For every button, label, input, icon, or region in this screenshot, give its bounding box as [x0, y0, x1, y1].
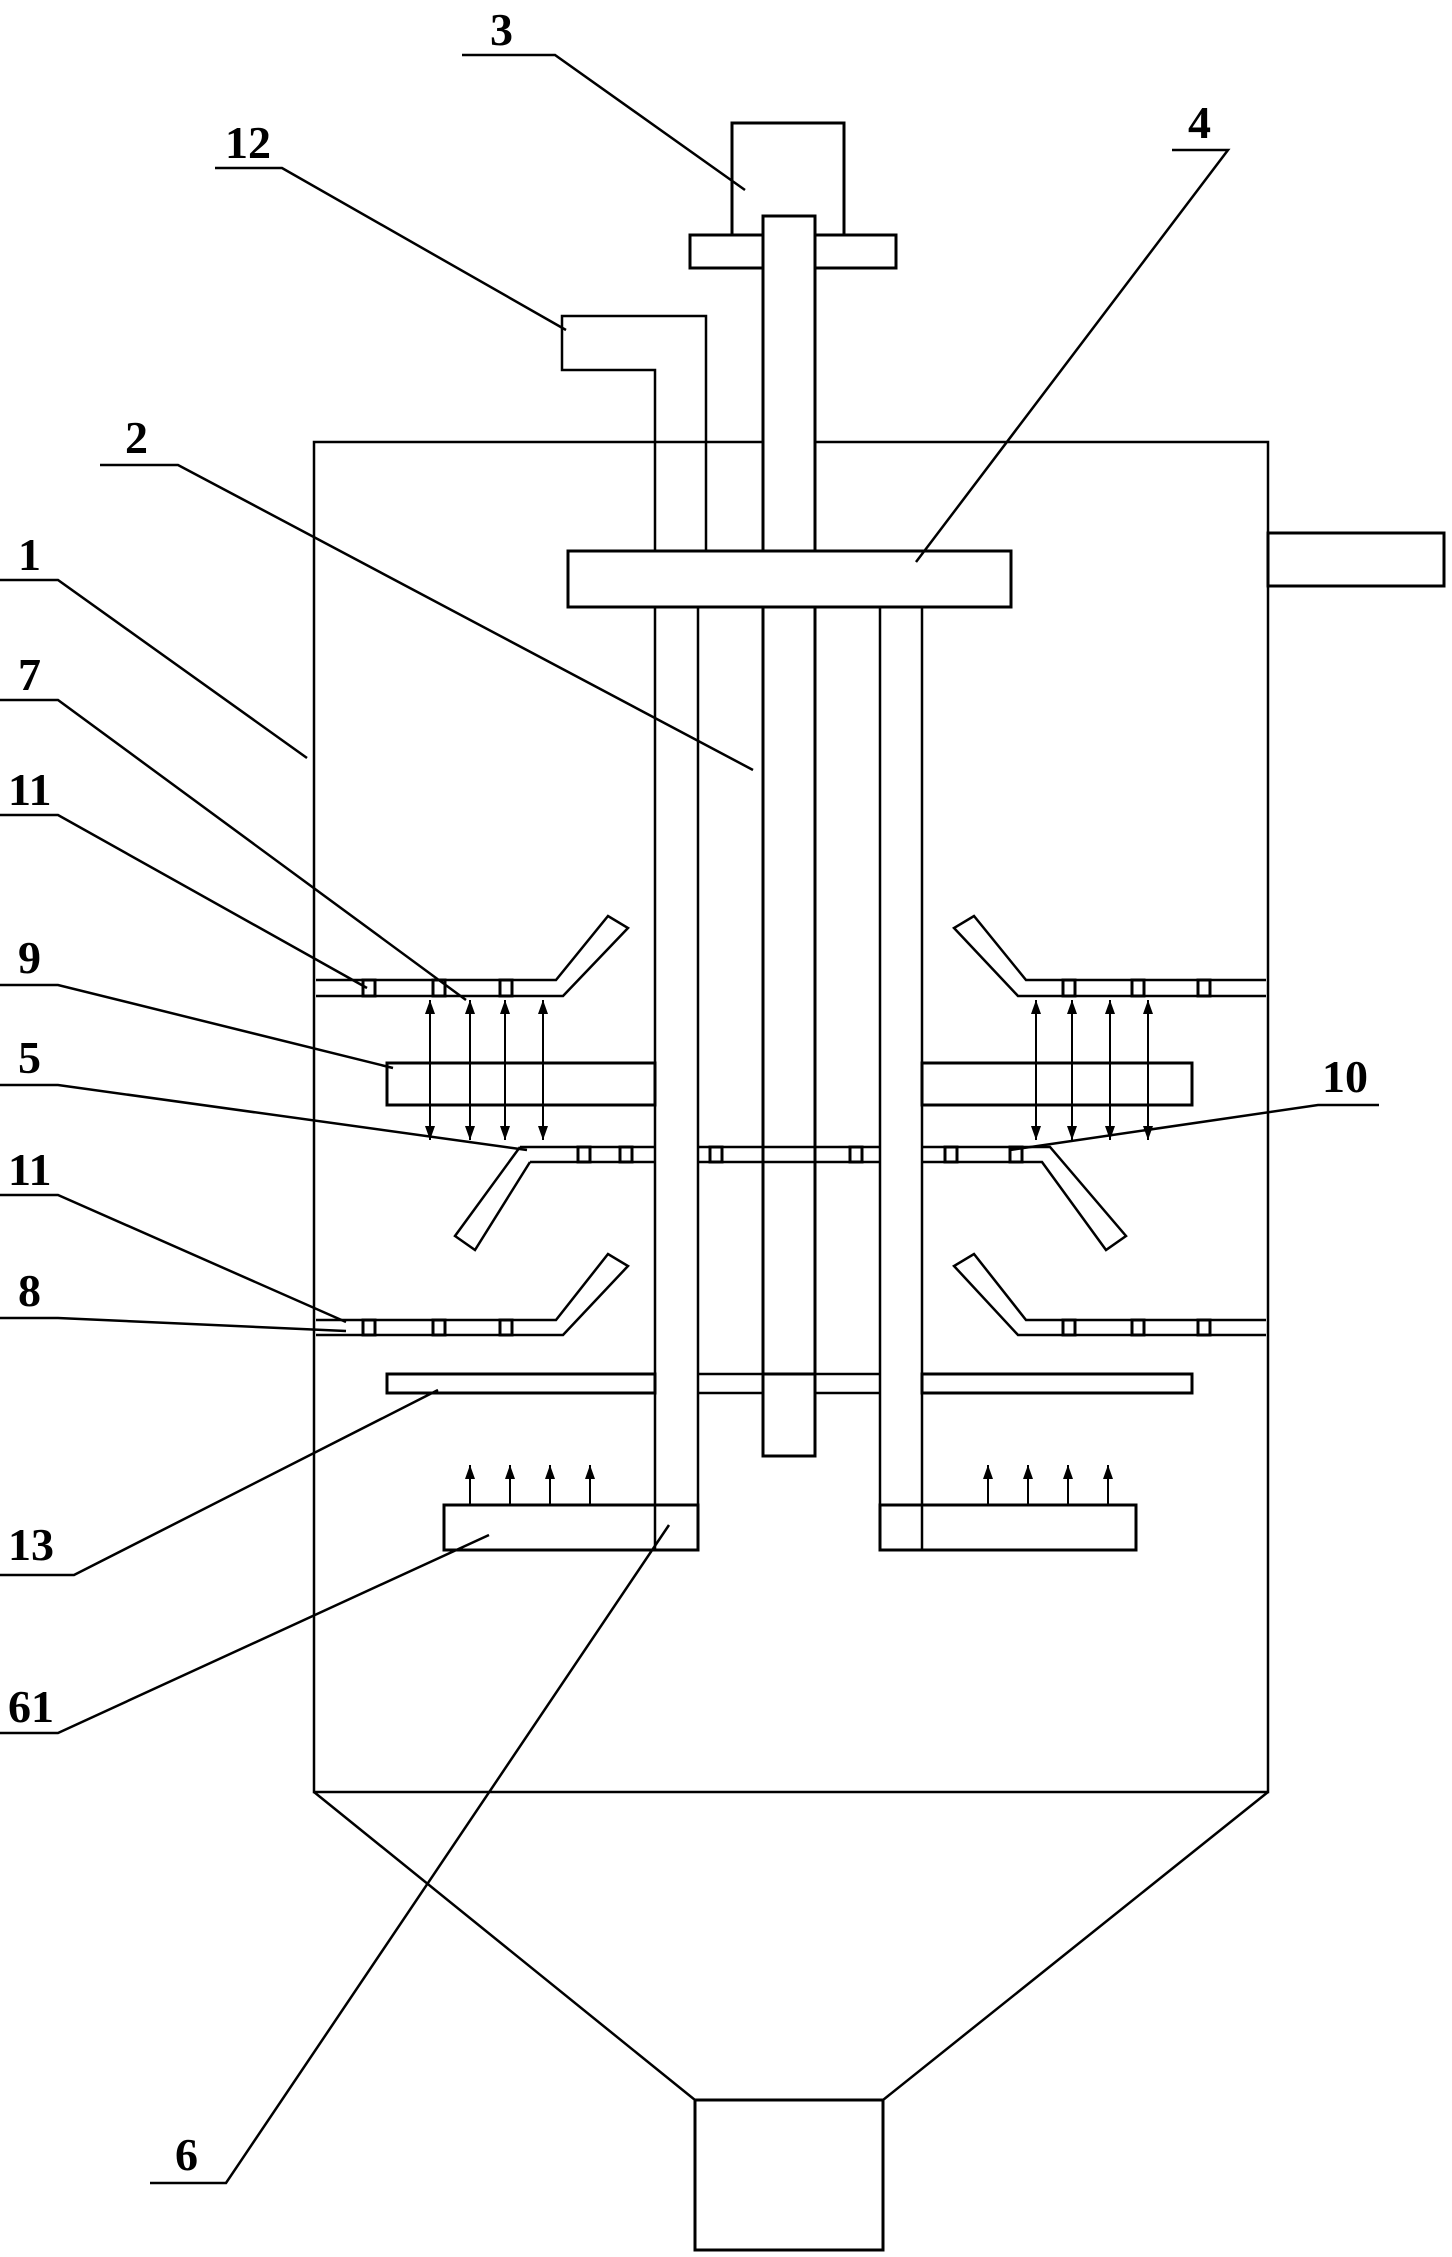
- label-8: 8: [18, 1265, 41, 1316]
- reference-labels: 3 4 12 2 1 7 11 9 5 10 11 8 13 61 6: [8, 4, 1368, 2180]
- gas-arrows: [465, 1465, 1113, 1505]
- plate-holes-upper: [361, 978, 1212, 998]
- plate-holes-lower: [361, 1318, 1212, 1337]
- label-3: 3: [490, 4, 513, 55]
- label-5: 5: [18, 1032, 41, 1083]
- gas-distributor-right: [878, 1503, 1138, 1552]
- label-11-upper: 11: [8, 764, 51, 815]
- label-9: 9: [18, 932, 41, 983]
- scraper-bar-right: [920, 1372, 1194, 1395]
- label-7: 7: [18, 649, 41, 700]
- perforated-plate-upper-left: [316, 914, 630, 998]
- label-61: 61: [8, 1681, 54, 1732]
- cross-bar: [566, 549, 1013, 609]
- label-12: 12: [225, 117, 271, 168]
- label-11-lower: 11: [8, 1144, 51, 1195]
- label-4: 4: [1188, 97, 1211, 148]
- label-10: 10: [1322, 1051, 1368, 1102]
- bottom-outlet: [693, 2098, 885, 2252]
- rotating-plate-left-blade: [453, 1146, 532, 1252]
- label-2: 2: [125, 412, 148, 463]
- perforated-plate-lower-right: [952, 1252, 1266, 1337]
- feed-pipe: [560, 314, 708, 550]
- label-1: 1: [18, 529, 41, 580]
- gas-distributor-left: [442, 1503, 700, 1552]
- stirring-shaft: [761, 214, 817, 1458]
- perforated-plate-upper-right: [952, 914, 1266, 998]
- flow-guide-right: [920, 1061, 1194, 1107]
- label-13: 13: [8, 1519, 54, 1570]
- side-outlet-pipe: [1266, 531, 1446, 588]
- scraper-bar-left: [385, 1372, 657, 1395]
- label-6: 6: [175, 2129, 198, 2180]
- flow-arrows-upper: [425, 1000, 1153, 1140]
- perforated-plate-lower-left: [316, 1252, 630, 1337]
- flow-guide-left: [385, 1061, 657, 1107]
- leader-lines: [0, 53, 1379, 2185]
